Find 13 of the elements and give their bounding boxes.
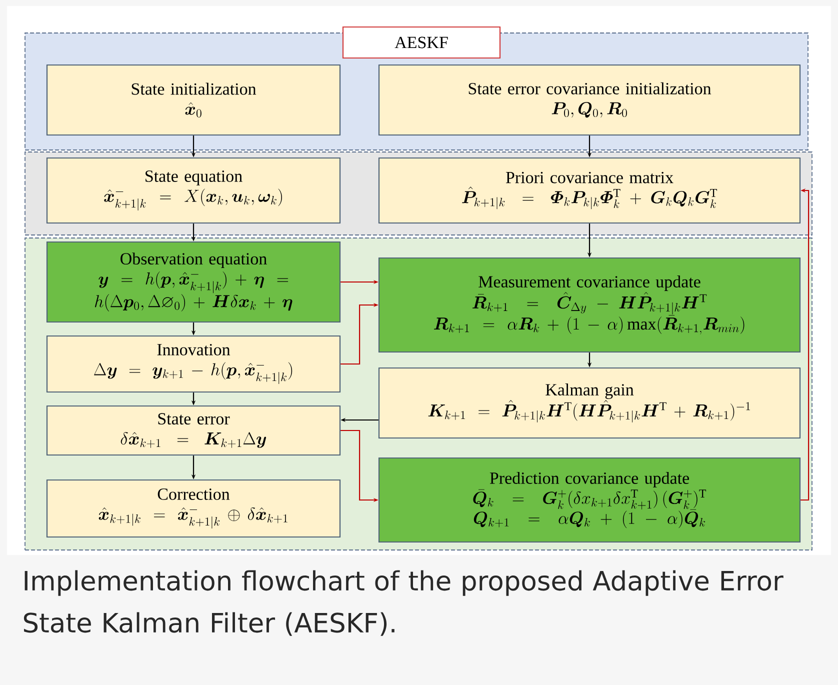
process-box: State initialization $\hat{\bm{x}}_0$ [46,64,341,136]
process-box: Priori covariance matrix $\hat{\bm{P}}_{k+1|k}=\bm{\varPhi}_k\bm{P}_{k|k}\bm{\varPhi}_k^{\mathrm{T}}+\bm{G}_k\bm{Q}_k\bm{G}_k^{\mathrm{T}}$ [378,157,801,224]
process-box: State equation $\hat{\bm{x}}^{-}_{k+1|k}=X(\bm{x}_k,\bm{u}_k,\bm{\omega}_k)$ [46,157,341,224]
process-box: Measurement covariance update $\bar{\bm{R}}_{k+1}=\hat{\bm{C}}_{\Delta y}-\bm{H}\hat{\bm{P}}_{k+1|k}\bm{H}^{\mathrm{T}}$ $\bm{R}_{k+1}=\alpha\bm{R}_k+(1-\alpha)\max(\bar{\bm{R}}_{k+1,}\bm{R}_{min})$ [378,257,801,353]
process-box: Correction $\hat{\bm{x}}_{k+1|k}=\hat{\bm{x}}^{-}_{k+1|k}\oplus\delta\hat{\bm{x}}_{k+1}$ [46,479,341,538]
process-box: Prediction covariance update $\bar{\bm{Q}}_k=\bm{G}_k^{+}(\delta x_{k+1}\delta x_{k+1}^{\mathrm{T}})\,(\bm{G}_k^{+})^{\mathrm{T}}$ $\bm{Q}_{k+1}=\alpha\bm{Q}_k+(1-\alpha)\bar{\bm{Q}}_k$ [378,457,801,543]
title-box: AESKF [342,26,501,59]
process-box: State error covariance initialization $\bm{P}_0,\bm{Q}_0,\bm{R}_0$ [378,64,801,136]
process-box: Innovation $\Delta\bm{y}=\bm{y}_{k+1}-h(\bm{p},\hat{\bm{x}}^{-}_{k+1|k})$ [46,335,341,393]
caption: Implementation flowchart of the proposed Adaptive Error State Kalman Filter (AESKF). [24,570,784,636]
process-box: Kalman gain $\bm{K}_{k+1}=\hat{\bm{P}}_{k+1|k}\bm{H}^{\mathrm{T}}(\bm{H}\hat{\bm{P}}_{k+1|k}\bm{H}^{\mathrm{T}}+\bm{R}_{k+1})^{-1}$ [378,367,801,439]
process-box: State error $\delta\hat{\bm{x}}_{k+1}=\bm{K}_{k+1}\Delta\bm{y}$ [46,405,341,456]
process-box: Observation equation $\bm{y}=h(\bm{p},\hat{\bm{x}}^{-}_{k+1|k})+\bm{\eta}=$ $h(\Delta\bm{p}_0,\Delta\varnothing_0)+\bm{H}\delta\bm{x}_k+\bm{\eta}$ [46,241,341,323]
